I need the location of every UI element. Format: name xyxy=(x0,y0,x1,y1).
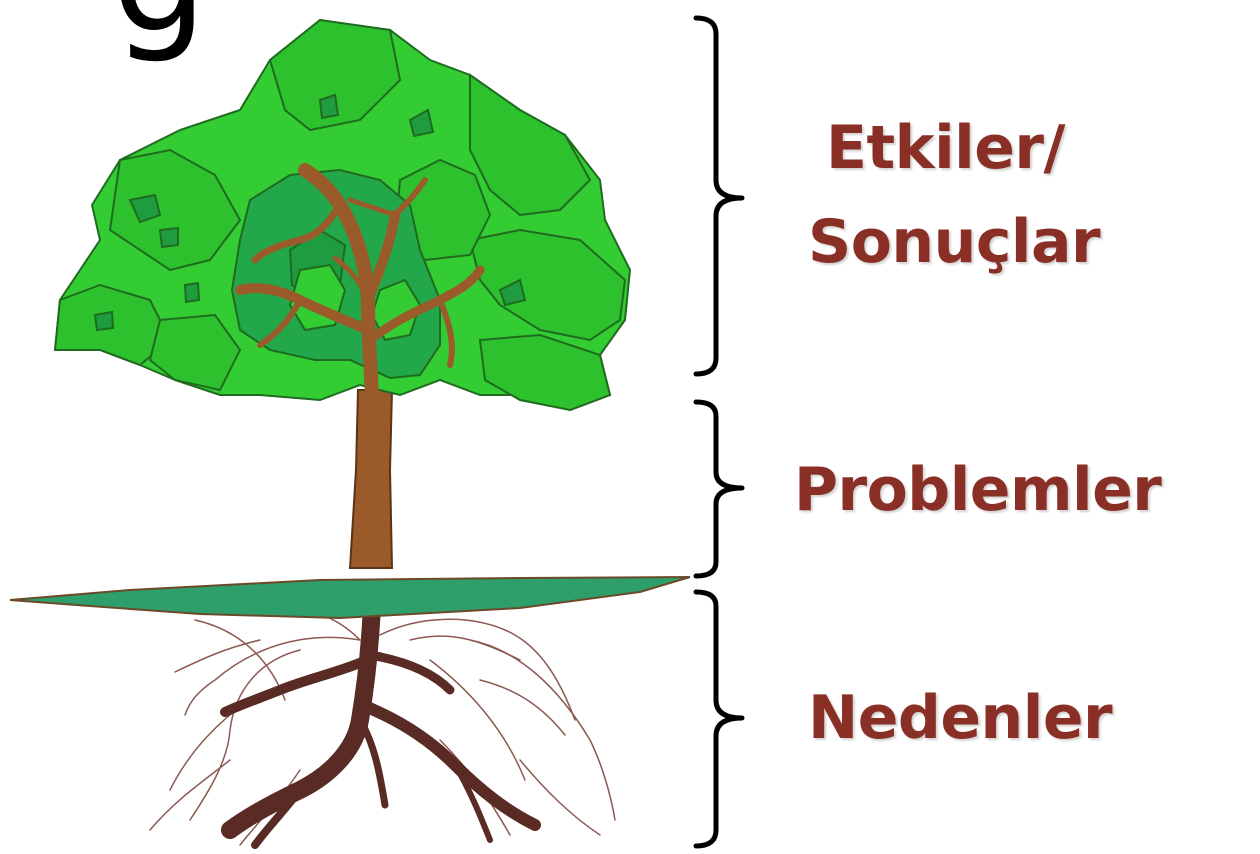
problems-label: Problemler xyxy=(794,455,1162,525)
bracket-causes xyxy=(693,589,745,849)
brackets xyxy=(693,15,745,849)
causes-label: Nedenler xyxy=(808,683,1113,753)
trunk xyxy=(348,389,394,569)
branches xyxy=(235,163,485,402)
bracket-effects xyxy=(693,15,745,377)
header-fragment: g xyxy=(112,0,207,54)
effects-label-line2: Sonuçlar xyxy=(808,207,1101,277)
main-roots xyxy=(220,596,541,849)
ground xyxy=(9,576,691,620)
fine-roots xyxy=(149,606,616,846)
bracket-problems xyxy=(693,399,745,579)
roots xyxy=(149,596,616,849)
effects-label-line1: Etkiler/ xyxy=(826,113,1065,183)
